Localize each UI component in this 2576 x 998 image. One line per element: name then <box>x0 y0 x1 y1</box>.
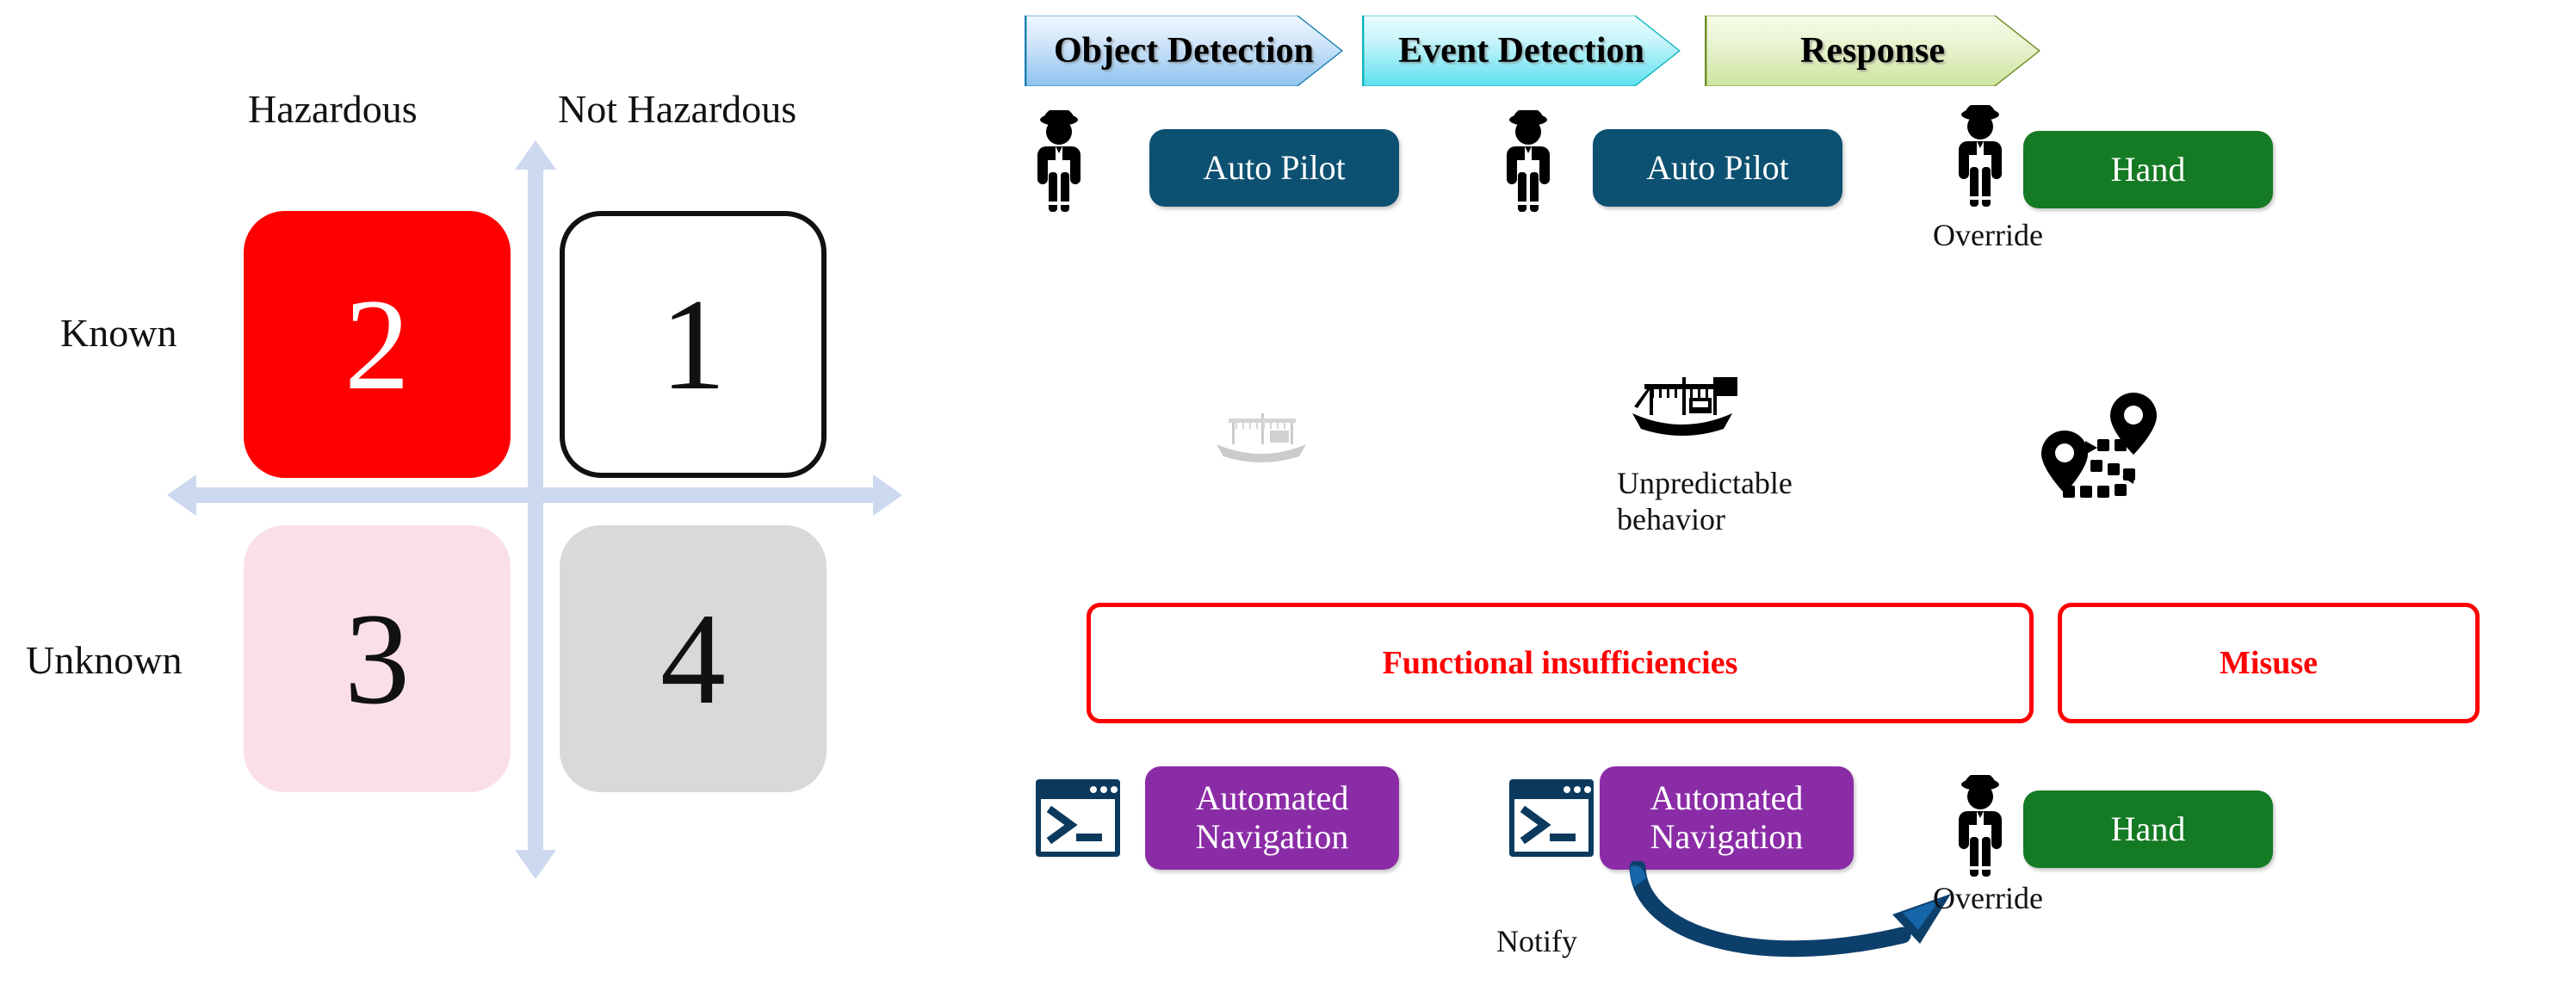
stage-label-object-detection: Object Detection <box>1053 31 1315 71</box>
caption-notify: Notify <box>1496 924 1577 958</box>
stage-chevron-event-detection: Event Detection <box>1362 15 1681 86</box>
matrix-column-header-not-hazardous: Not Hazardous <box>558 87 797 131</box>
hazard-box-misuse: Misuse <box>2058 603 2480 723</box>
stage-chevron-object-detection: Object Detection <box>1025 15 1343 86</box>
matrix-quadrant-1: 1 <box>560 211 827 478</box>
stage-label-response: Response <box>1799 31 1946 71</box>
hazard-box-label: Misuse <box>2220 645 2318 681</box>
captain-person-icon <box>1037 110 1081 212</box>
stage-chevron-response: Response <box>1705 15 2040 86</box>
axis-arrow-down-icon <box>515 850 556 879</box>
terminal-icon <box>1036 779 1120 857</box>
chevron-fill <box>1364 15 1679 85</box>
pill-label: Hand <box>2110 809 2186 848</box>
chevron-fill <box>1706 15 2038 85</box>
pill-automated-navigation-event-detection: Automated Navigation <box>1600 766 1854 870</box>
stage-label-event-detection: Event Detection <box>1398 31 1644 71</box>
pill-auto-pilot-object-detection: Auto Pilot <box>1149 129 1399 207</box>
matrix-quadrant-4: 4 <box>560 525 827 792</box>
caption-override-bottom: Override <box>1933 881 2043 915</box>
matrix-quadrant-3: 3 <box>244 525 511 792</box>
matrix-row-header-unknown: Unknown <box>26 638 183 682</box>
faded-boat-icon <box>1217 413 1306 462</box>
terminal-icon <box>1509 779 1594 857</box>
caption-override-top: Override <box>1933 218 2043 252</box>
pill-label: Hand <box>2110 149 2186 189</box>
boat-icon <box>1632 377 1737 436</box>
pill-hand-response-top: Hand <box>2023 131 2273 208</box>
matrix-row-header-known: Known <box>60 311 177 355</box>
axis-arrow-left-icon <box>167 474 196 516</box>
matrix-quadrant-4-number: 4 <box>660 586 726 731</box>
notify-override-arrow-icon <box>1629 861 1951 958</box>
matrix-quadrant-3-number: 3 <box>344 586 410 731</box>
hazard-box-label: Functional insufficiencies <box>1382 645 1738 681</box>
pill-label: Auto Pilot <box>1203 147 1346 187</box>
matrix-quadrant-2-number: 2 <box>344 272 410 417</box>
process-flow-panel: Object Detection Event Detection Respons… <box>1025 0 2576 998</box>
matrix-quadrant-2: 2 <box>244 211 511 478</box>
pill-label: Automated Navigation <box>1195 778 1349 856</box>
chevron-fill <box>1026 15 1341 85</box>
vertical-axis-line <box>528 155 543 852</box>
axis-arrow-right-icon <box>873 474 902 516</box>
matrix-quadrant-1-number: 1 <box>660 272 726 417</box>
pill-automated-navigation-object-detection: Automated Navigation <box>1145 766 1399 870</box>
captain-person-icon <box>1959 775 2002 877</box>
route-pins-icon <box>2041 393 2157 498</box>
horizontal-axis-line <box>196 487 876 503</box>
pill-label: Automated Navigation <box>1650 778 1804 856</box>
risk-matrix-panel: Hazardous Not Hazardous Known Unknown 2 … <box>0 0 973 998</box>
pill-label: Auto Pilot <box>1646 147 1789 187</box>
captain-person-icon <box>1507 110 1550 212</box>
matrix-column-header-hazardous: Hazardous <box>248 87 418 131</box>
pill-hand-response-bottom: Hand <box>2023 790 2273 868</box>
pill-auto-pilot-event-detection: Auto Pilot <box>1593 129 1842 207</box>
axis-arrow-up-icon <box>515 140 556 170</box>
captain-person-icon <box>1959 105 2002 207</box>
caption-unpredictable-behavior: Unpredictable behavior <box>1617 466 1793 537</box>
hazard-box-functional-insufficiencies: Functional insufficiencies <box>1087 603 2034 723</box>
